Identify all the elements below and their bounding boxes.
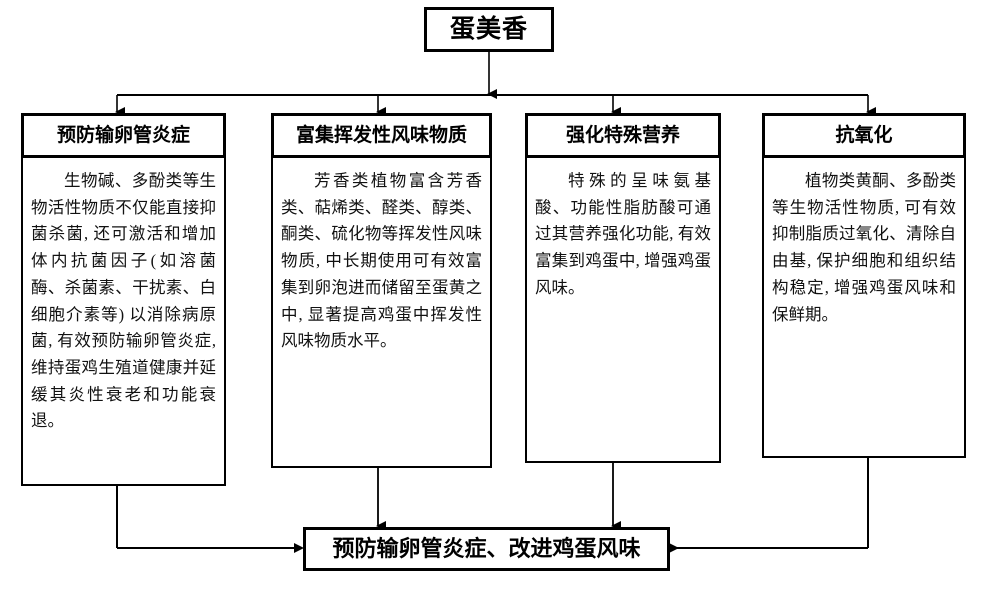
branch-title-1: 预防输卵管炎症 [56, 125, 190, 146]
branch-text-3: 特殊的呈味氨基酸、功能性脂肪酸可通过其营养强化功能, 有效富集到鸡蛋中, 增强鸡… [535, 171, 711, 297]
branch-title-2: 富集挥发性风味物质 [295, 125, 467, 146]
branch-header-2: 富集挥发性风味物质 [271, 113, 492, 158]
branch-title-3: 强化特殊营养 [565, 125, 680, 146]
root-node: 蛋美香 [424, 7, 554, 52]
edge-branch-1-to-outcome [116, 486, 304, 553]
branch-body-4: 植物类黄酮、多酚类等生物活性物质, 可有效抑制脂质过氧化、清除自由基, 保护细胞… [762, 156, 966, 458]
branch-body-1: 生物碱、多酚类等生物活性物质不仅能直接抑菌杀菌, 还可激活和增加体内抗菌因子(如… [21, 156, 226, 486]
branch-title-4: 抗氧化 [835, 125, 893, 146]
branch-header-3: 强化特殊营养 [525, 113, 721, 158]
outcome-node-label: 预防输卵管炎症、改进鸡蛋风味 [332, 536, 641, 561]
branch-body-2: 芳香类植物富含芳香类、萜烯类、醛类、醇类、酮类、硫化物等挥发性风味物质, 中长期… [271, 156, 492, 468]
branch-header-4: 抗氧化 [762, 113, 966, 158]
branch-header-1: 预防输卵管炎症 [21, 113, 226, 158]
outcome-node: 预防输卵管炎症、改进鸡蛋风味 [303, 527, 670, 571]
branch-text-1: 生物碱、多酚类等生物活性物质不仅能直接抑菌杀菌, 还可激活和增加体内抗菌因子(如… [31, 171, 216, 431]
root-node-label: 蛋美香 [449, 16, 528, 43]
edge-branch-4-to-outcome [669, 458, 869, 553]
branch-text-4: 植物类黄酮、多酚类等生物活性物质, 可有效抑制脂质过氧化、清除自由基, 保护细胞… [772, 171, 956, 324]
branch-body-3: 特殊的呈味氨基酸、功能性脂肪酸可通过其营养强化功能, 有效富集到鸡蛋中, 增强鸡… [525, 156, 721, 463]
branch-text-2: 芳香类植物富含芳香类、萜烯类、醛类、醇类、酮类、硫化物等挥发性风味物质, 中长期… [281, 171, 482, 351]
